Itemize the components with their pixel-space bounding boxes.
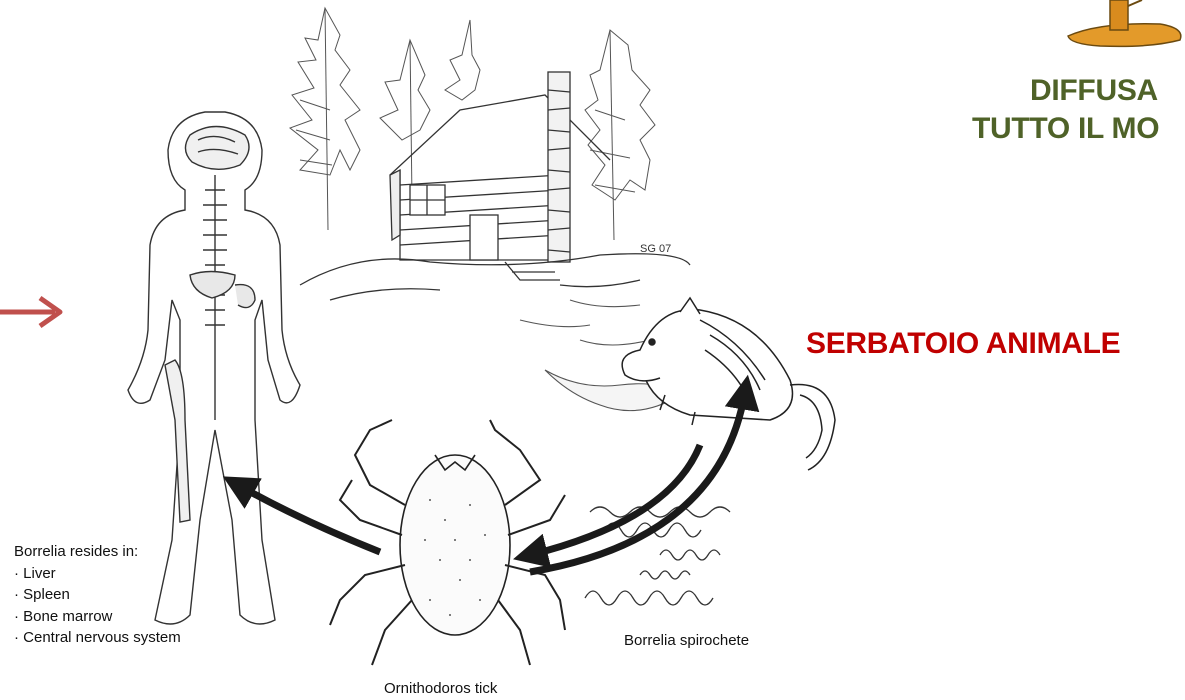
residence-item-bone-marrow: · Bone marrow [14, 606, 181, 628]
artist-signature: SG 07 [640, 243, 671, 255]
pointer-arrow [0, 298, 60, 326]
spirochete-drawing [585, 507, 730, 605]
residence-item-cns: · Central nervous system [14, 627, 181, 649]
lamp-icon [1068, 0, 1181, 46]
heading-tutto-il-mondo: TUTTO IL MO [972, 112, 1159, 146]
borrelia-residence-list: Borrelia resides in: · Liver · Spleen · … [14, 541, 181, 649]
forest-drawing [290, 8, 655, 240]
heading-diffusa: DIFFUSA [1030, 74, 1158, 108]
spirochete-label: Borrelia spirochete [624, 632, 749, 649]
tick-label: Ornithodoros tick [384, 680, 497, 697]
residence-item-spleen: · Spleen [14, 584, 181, 606]
residence-item-liver: · Liver [14, 563, 181, 585]
cabin-drawing: SG 07 [300, 72, 690, 300]
residence-title: Borrelia resides in: [14, 541, 181, 563]
heading-serbatoio-animale: SERBATOIO ANIMALE [806, 327, 1120, 361]
